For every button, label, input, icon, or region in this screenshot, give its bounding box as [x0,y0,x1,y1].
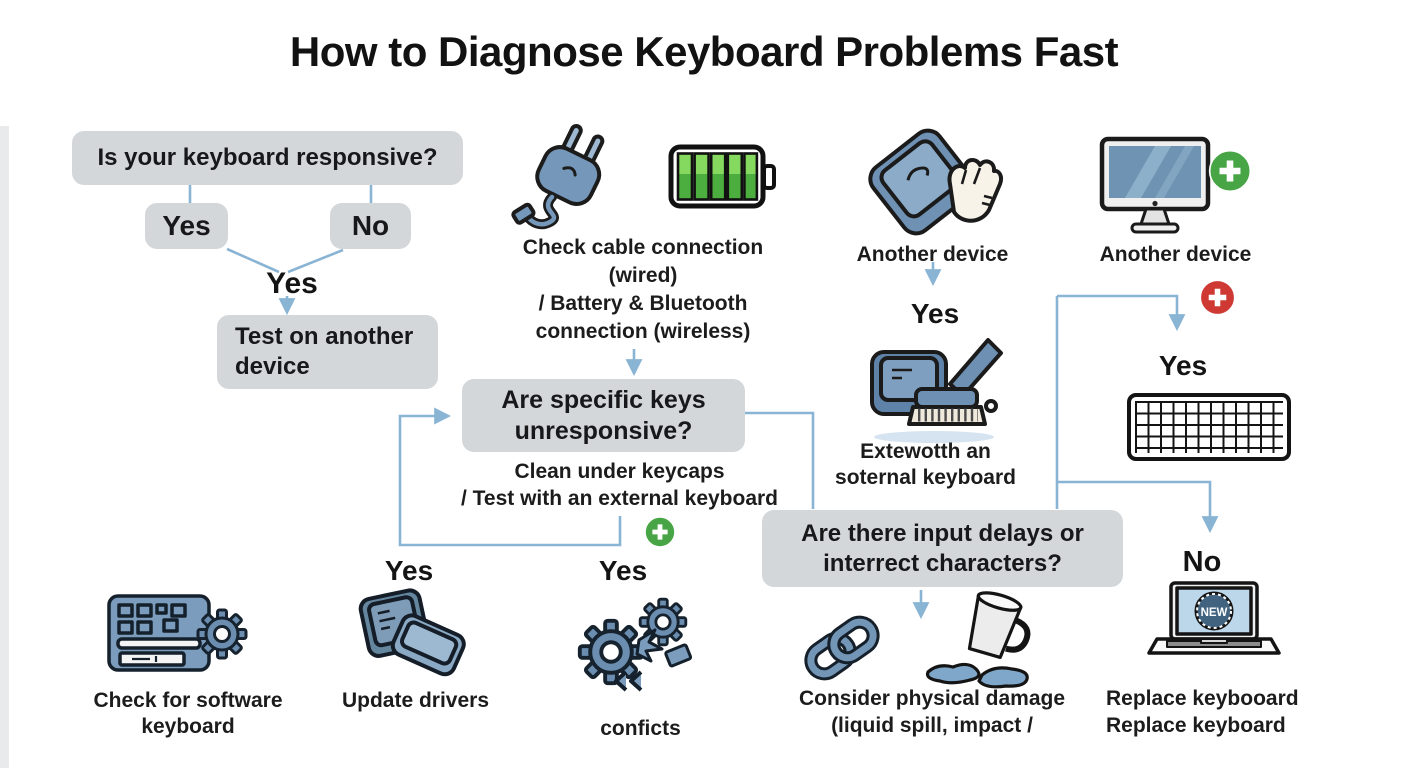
text-line: Check for software [93,689,283,712]
keycap-hand-icon [868,128,1004,236]
chain-link-icon [804,615,880,681]
physical-damage-text: Consider physical damage (liquid spill, … [756,685,1108,739]
text-line: Replace keyboard [1106,714,1286,737]
keyboard-icon [1127,393,1291,461]
green-plus-icon [1208,149,1252,193]
text-line: Is your keyboard responsive? [97,144,438,171]
text-line: Check cable connection [522,236,764,259]
monitor-icon [1099,136,1211,234]
replace-keyboard-text: Replace keybooard Replace keyboard [1106,685,1326,739]
gears-conflict-icon [577,597,693,692]
text-line: (wired) [608,264,678,287]
text-line: keyboard [141,715,235,738]
box-question-input-delays: Are there input delays or interrect char… [762,510,1123,587]
box-yes-left: Yes [145,203,228,249]
text-line: Replace keybooard [1106,687,1299,710]
box-question-specific-keys: Are specific keys unresponsive? [462,379,745,452]
text-line: Are there input delays or [801,519,1084,547]
label-yes-conflicts: Yes [598,555,648,586]
green-plus-icon [644,516,676,548]
text-line: connection (wireless) [535,320,751,343]
another-device-key-text: Another device [856,243,1009,266]
laptop-new-icon: NEW [1147,581,1281,655]
keyboard-keys [1135,401,1283,453]
text-line: / Test with an external keyboard [460,487,779,510]
page-title: How to Diagnose Keyboard Problems Fast [289,28,1119,75]
text-line: device [235,353,310,380]
clean-keycaps-text: Clean under keycaps / Test with an exter… [432,458,807,512]
text-line: / Battery & Bluetooth [538,292,748,315]
label-yes-merge: Yes [266,267,318,300]
box-no-left: No [330,203,411,249]
update-drivers-text: Update drivers [341,689,490,712]
text-line: Clean under keycaps [514,460,725,483]
label-yes-key: Yes [910,298,960,329]
another-device-monitor-text: Another device [1099,243,1252,266]
red-plus-icon [1199,279,1236,316]
keycap-brush-icon [870,338,1003,443]
text-line: interrect characters? [823,549,1062,577]
label-yes-update: Yes [384,555,434,586]
label-yes-keyboard: Yes [1158,350,1208,381]
text-line: soternal keyboard [835,466,1016,489]
plug-icon [511,124,605,230]
keycaps-icon [358,588,466,677]
label-no-replace: No [1182,546,1222,578]
text-line: Are specific keys [501,385,706,414]
text-line: (liquid spill, impact / [831,714,1033,737]
box-test-another-device: Test on another device [217,315,438,389]
conflicts-text: conficts [600,717,681,740]
text-line: Test on another [235,323,414,350]
box-question-responsive: Is your keyboard responsive? [72,131,463,185]
left-edge-strip [0,126,9,768]
text-line: Consider physical damage [798,687,1066,710]
text-line: unresponsive? [514,416,693,445]
software-keyboard-gear-icon [107,594,248,672]
cable-check-text: Check cable connection (wired) / Battery… [488,234,798,346]
spilled-cup-icon [925,591,1031,689]
text-line: Extewotth an [860,440,991,463]
text-line: Yes [162,210,211,241]
battery-full-icon [668,144,776,209]
new-badge: NEW [1201,607,1228,619]
text-line: No [351,210,390,241]
check-software-text: Check for software keyboard [78,688,298,740]
external-keyboard-text: Extewotth an soternal keyboard [818,439,1033,491]
